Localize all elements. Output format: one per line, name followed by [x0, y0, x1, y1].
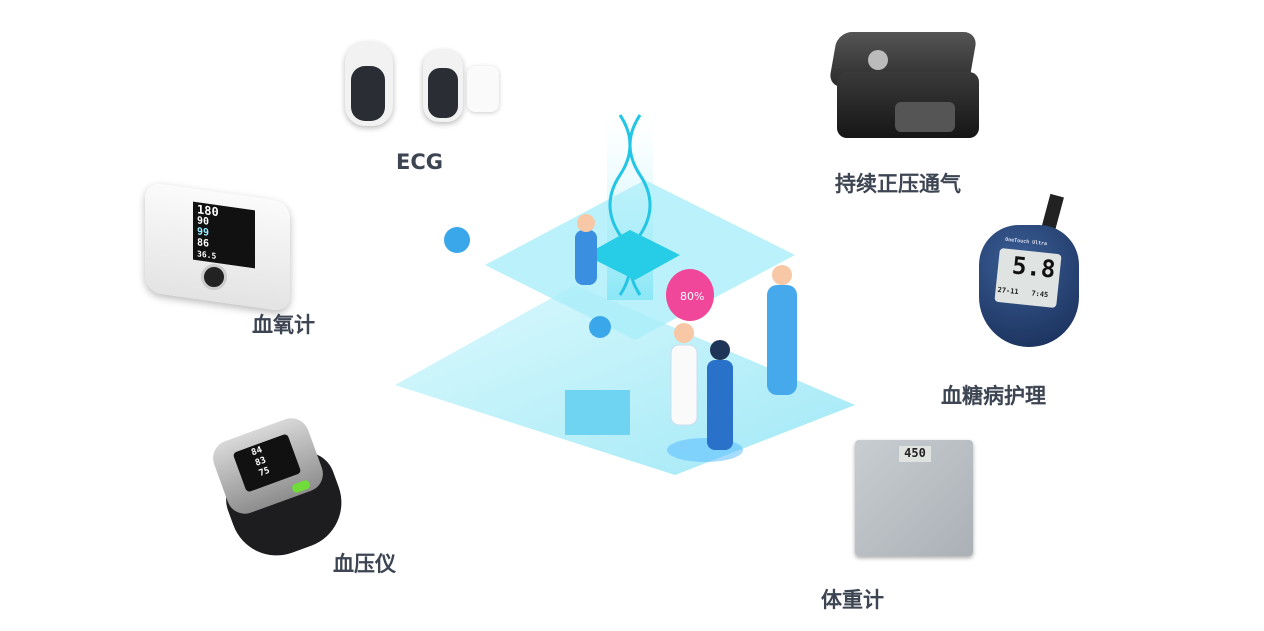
healthcare-isometric-illustration: 80%	[395, 110, 855, 475]
label-bp: 血压仪	[333, 552, 396, 576]
label-scale: 体重计	[821, 588, 884, 612]
center-badge-text: 80%	[680, 290, 704, 303]
glucose-time: 7:45	[1030, 289, 1049, 300]
glucometer-device-image: 5.8 27-11 7:45 OneTouch Ultra	[975, 193, 1083, 350]
glucose-value: 5.8	[1010, 251, 1057, 284]
ecg-device-image	[345, 42, 505, 127]
label-ecg: ECG	[396, 150, 443, 174]
label-cpap: 持续正压通气	[835, 172, 961, 196]
label-glucose: 血糖病护理	[941, 384, 1046, 408]
glucose-date: 27-11	[997, 285, 1019, 297]
cpap-device-image	[828, 32, 981, 140]
oximeter-device-image: 180 90 99 86 36.5	[145, 181, 293, 313]
scale-value: 450	[899, 446, 931, 462]
label-oximeter: 血氧计	[252, 313, 315, 337]
bp-device-image: 84 83 75	[208, 413, 355, 569]
scale-device-image: 450	[855, 440, 973, 556]
